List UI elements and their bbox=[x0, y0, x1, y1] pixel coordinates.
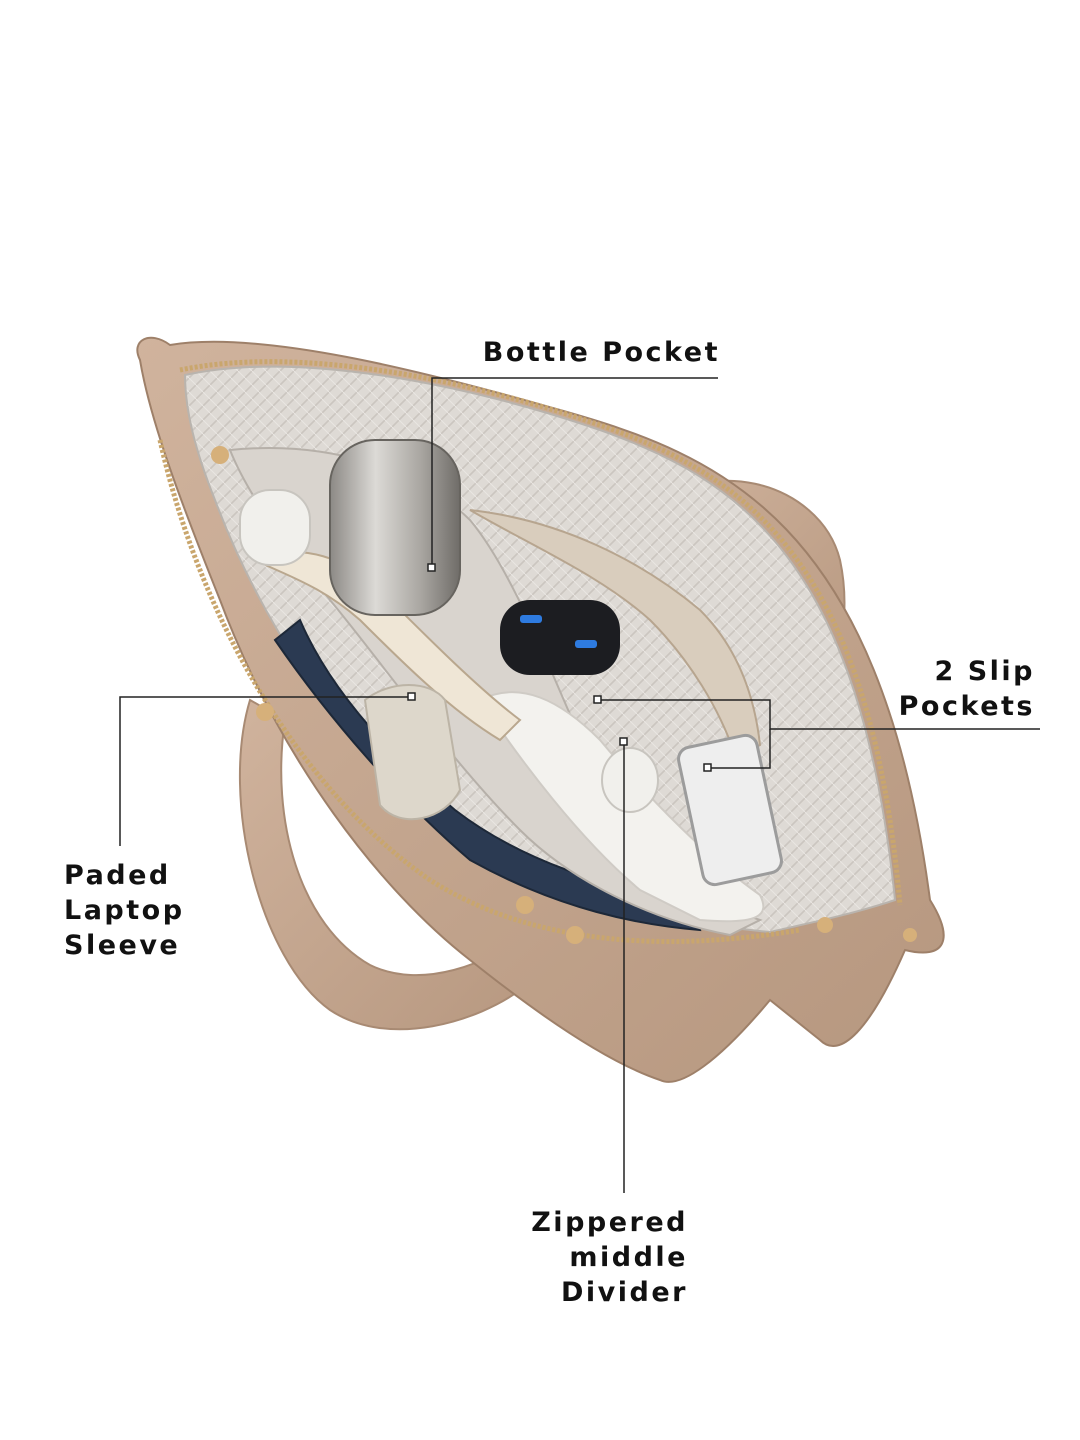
zipper-pouch bbox=[469, 509, 762, 757]
zipper-track bbox=[179, 359, 903, 906]
anchor-phone-pocket bbox=[703, 763, 712, 772]
anchor-middle-divider bbox=[619, 737, 628, 746]
power-bank bbox=[500, 600, 620, 675]
anchor-power-bank bbox=[593, 695, 602, 704]
laptop-sleeve-label: Paded Laptop Sleeve bbox=[64, 860, 185, 961]
cream-sleeve bbox=[363, 684, 462, 821]
metal-bottle bbox=[329, 439, 461, 616]
middle-divider-label: Zippered middle Divider bbox=[531, 1207, 688, 1308]
leader-slip-pockets-top bbox=[598, 699, 1040, 730]
bottle-pocket-label: Bottle Pocket bbox=[482, 337, 720, 368]
leader-bottle-pocket bbox=[431, 377, 718, 567]
leader-slip-pockets-bottom bbox=[708, 729, 771, 769]
callout-anchors bbox=[407, 563, 712, 772]
lotion-bottle bbox=[239, 489, 311, 566]
phone bbox=[677, 733, 783, 887]
anchor-bottle-pocket bbox=[427, 563, 436, 572]
slip-pockets-label: 2 Slip Pockets bbox=[898, 656, 1035, 722]
anchor-laptop-sleeve bbox=[407, 692, 416, 701]
callout-leaders bbox=[119, 377, 1040, 1193]
leader-laptop-sleeve bbox=[119, 696, 412, 846]
